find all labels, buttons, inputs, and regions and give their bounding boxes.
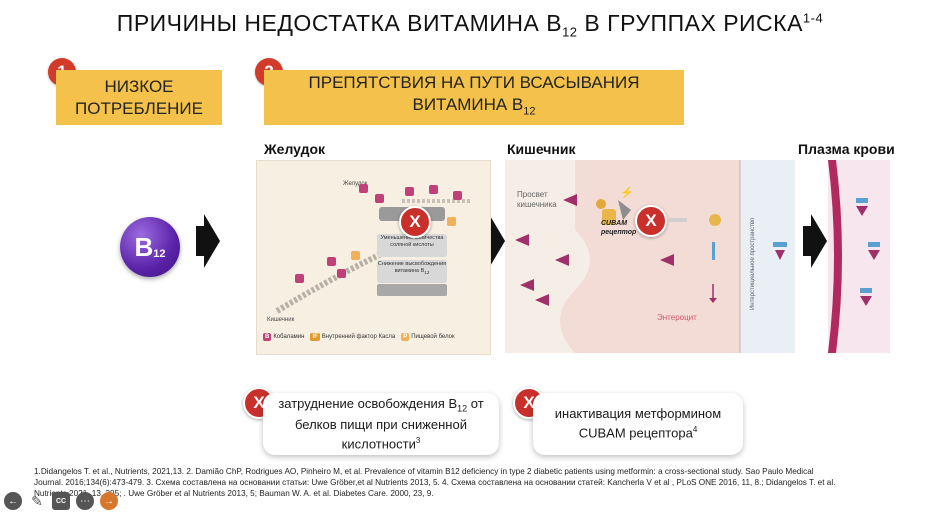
intestine-panel: Просвет кишечника CUBAM рецептор Энтероци…	[505, 160, 795, 353]
stomach-panel: Желудок Кишечник Уменьшение количества с…	[256, 160, 491, 355]
card-text: затруднение освобождения B	[278, 396, 458, 412]
release-bar	[377, 284, 447, 296]
card-text: инактивация метформином	[554, 406, 722, 422]
reference-line: 1.Didangelos T. et al., Nutrients, 2021,…	[34, 467, 814, 476]
card-sup: 4	[692, 425, 698, 435]
protein-chain-illustration	[275, 199, 472, 314]
plasma-panel	[828, 160, 890, 353]
cobalamin-icon	[453, 191, 462, 200]
enterocyte-illustration	[505, 160, 795, 353]
back-icon[interactable]: ←	[4, 492, 22, 510]
cc-icon[interactable]: CC	[52, 492, 70, 510]
food-protein-icon	[351, 251, 360, 260]
reduced-release-text: Снижение высвобождения витамина B	[377, 261, 447, 274]
card-text: кислотности	[341, 435, 416, 451]
cobalamin-icon	[429, 185, 438, 194]
stomach-label: Желудок	[343, 181, 368, 187]
food-protein-legend-icon: P	[401, 333, 410, 341]
card-text: от	[467, 396, 484, 412]
step-2-line1: ПРЕПЯТСТВИЯ НА ПУТИ ВСАСЫВАНИЯ	[308, 73, 640, 93]
cobalamin-icon	[337, 269, 346, 278]
interstitial-label: Интерстициальное пространство	[750, 217, 756, 310]
arrow-right-icon	[803, 214, 827, 268]
reduced-release-sub: 12	[424, 270, 430, 276]
cobalamin-icon	[405, 187, 414, 196]
cobalamin-icon	[327, 257, 336, 266]
cobalamin-icon	[375, 194, 384, 203]
reference-line: Nutrients 2021, 13, 395; . Uwe Gröber et…	[34, 489, 434, 498]
references: 1.Didangelos T. et al., Nutrients, 2021,…	[34, 466, 914, 499]
card-acid-release: затруднение освобождения B12 от белков п…	[263, 393, 499, 455]
step-1-line2: ПОТРЕБЛЕНИЕ	[75, 98, 203, 118]
step-1-line1: НИЗКОЕ	[104, 76, 174, 96]
blocked-x-icon: X	[399, 206, 431, 238]
enterocyte-label: Энтероцит	[657, 313, 697, 322]
card-sub: 12	[457, 403, 468, 414]
step-2-line2: ВИТАМИНА B	[412, 95, 524, 115]
reduced-acid-text: Уменьшение количества соляной кислоты	[380, 235, 444, 248]
legend-label: Пищевой белок	[411, 334, 455, 340]
section-stomach: Желудок	[264, 141, 326, 157]
b12-letter: B	[134, 231, 154, 262]
pen-icon[interactable]: ✎	[31, 492, 43, 509]
legend-label: Внутренний фактор Касла	[321, 334, 396, 340]
section-plasma: Плазма крови	[798, 141, 895, 157]
title-text-rest: В ГРУППАХ РИСКА	[577, 10, 803, 36]
cobalamin-legend-icon: B	[263, 333, 272, 341]
more-icon[interactable]: ⋯	[76, 492, 94, 510]
cobalamin-icon	[295, 274, 304, 283]
receptor-label: рецептор	[601, 229, 637, 236]
card-text: CUBAM рецептора	[578, 425, 693, 441]
lumen-label: кишечника	[517, 200, 557, 209]
food-protein-icon	[447, 217, 456, 226]
legend-label: Кобаламин	[273, 334, 305, 340]
title-sup: 1-4	[802, 10, 824, 26]
reduced-acid-box: Уменьшение количества соляной кислоты	[377, 234, 447, 257]
card-sup: 3	[415, 435, 421, 445]
lumen-label: Просвет	[517, 190, 548, 199]
step-2-line2-sub: 12	[523, 105, 536, 118]
slide-title: ПРИЧИНЫ НЕДОСТАТКА ВИТАМИНА B12 В ГРУППА…	[0, 10, 940, 40]
cubam-label: CUBAM	[601, 220, 628, 227]
player-controls: ← ✎ CC ⋯ →	[4, 492, 118, 510]
arrow-right-icon	[196, 214, 220, 268]
blocked-x-icon: X	[635, 205, 667, 237]
blood-vessel-illustration	[828, 160, 880, 353]
intrinsic-factor-legend-icon: IF	[310, 333, 320, 341]
reference-line: Journal. 2016;134(6):473-479. 3. Схема с…	[34, 478, 836, 487]
b12-sub: 12	[153, 248, 166, 260]
reduced-release-box: Снижение высвобождения витамина B12	[377, 260, 447, 283]
intestine-label: Кишечник	[267, 317, 295, 323]
cubam-receptor-label: CUBAM рецептор	[601, 219, 636, 237]
section-intestine: Кишечник	[507, 141, 576, 157]
lightning-icon: ⚡	[620, 187, 634, 199]
title-sub: 12	[562, 24, 578, 40]
title-text: ПРИЧИНЫ НЕДОСТАТКА ВИТАМИНА B	[116, 10, 563, 36]
cobalamin-icon	[359, 184, 368, 193]
card-text: белков пищи при сниженной	[294, 416, 467, 432]
card-metformin: инактивация метформином CUBAM рецептора4	[533, 393, 743, 455]
next-icon[interactable]: →	[100, 492, 118, 510]
